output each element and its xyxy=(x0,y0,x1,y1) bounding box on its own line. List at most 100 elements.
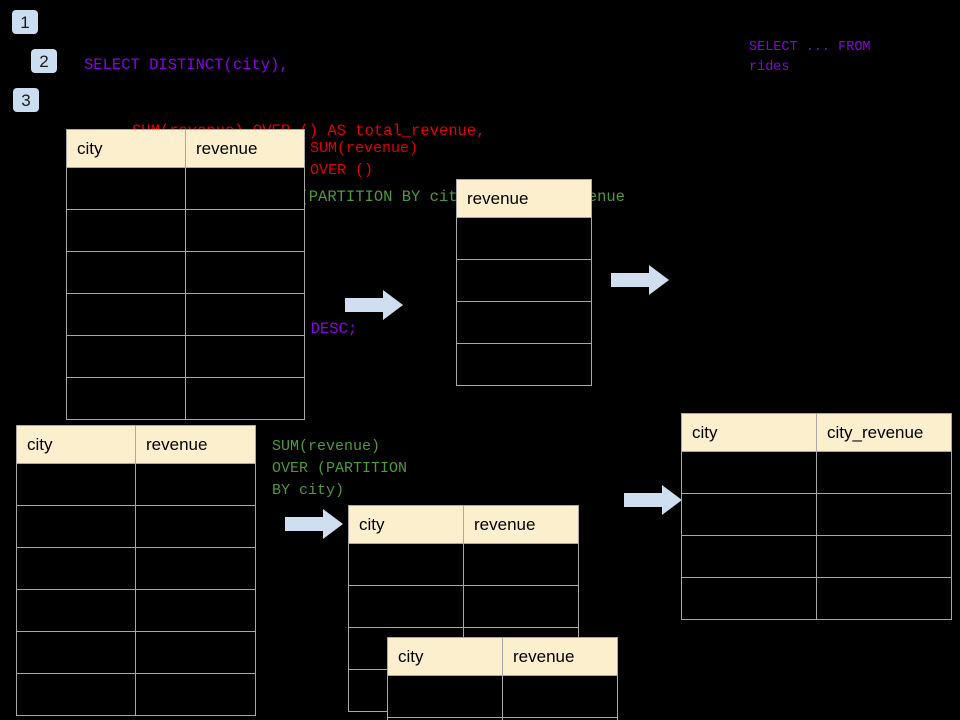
table-cell xyxy=(185,335,305,378)
column-header-revenue: revenue xyxy=(502,637,618,676)
column-header-city: city xyxy=(681,413,817,452)
table-cell xyxy=(456,343,592,386)
sql-line-1: SELECT DISTINCT(city), xyxy=(84,56,289,74)
column-header-revenue: revenue xyxy=(463,505,579,544)
table-body xyxy=(387,675,618,720)
arrow-partition-to-result xyxy=(624,485,682,515)
table-body xyxy=(66,167,305,420)
table-cell xyxy=(16,589,136,632)
partition-table-back: city revenue xyxy=(348,505,579,712)
table-cell xyxy=(16,463,136,506)
partition-table-front: city revenue xyxy=(387,637,618,720)
arrow-total-to-result xyxy=(611,265,669,295)
annotation-sum-over-partition: SUM(revenue) OVER (PARTITION BY city) xyxy=(272,438,408,499)
table-cell xyxy=(185,293,305,336)
table-body xyxy=(681,451,952,620)
table-cell xyxy=(66,377,186,420)
table-cell xyxy=(348,543,464,586)
table-row xyxy=(387,717,618,720)
table-row xyxy=(16,631,256,674)
table-cell xyxy=(16,547,136,590)
table-row xyxy=(456,301,592,344)
table-cell xyxy=(456,301,592,344)
table-cell xyxy=(16,505,136,548)
step-badge-3[interactable]: 3 xyxy=(13,88,39,112)
table-header-row: city revenue xyxy=(16,425,256,464)
source-table-top: city revenue xyxy=(66,129,305,420)
arrow-right-icon xyxy=(611,265,669,295)
table-cell xyxy=(16,673,136,716)
table-row xyxy=(16,505,256,548)
arrow-source-to-partition xyxy=(285,509,343,539)
table-cell xyxy=(66,251,186,294)
table-body xyxy=(456,217,592,386)
table-cell xyxy=(681,535,817,578)
table-cell xyxy=(348,585,464,628)
arrow-right-icon xyxy=(345,290,403,320)
table-row xyxy=(16,463,256,506)
column-header-city: city xyxy=(348,505,464,544)
table-row xyxy=(681,577,952,620)
column-header-city: city xyxy=(16,425,136,464)
table-row xyxy=(681,451,952,494)
table-cell xyxy=(66,335,186,378)
table-cell xyxy=(463,543,579,586)
column-header-revenue: revenue xyxy=(185,129,305,168)
table-row xyxy=(348,585,579,628)
table-cell xyxy=(456,259,592,302)
column-header-city-revenue: city_revenue xyxy=(816,413,952,452)
table-cell xyxy=(502,675,618,718)
table-cell xyxy=(816,451,952,494)
table-row xyxy=(387,675,618,718)
table-cell xyxy=(456,217,592,260)
step-badge-1[interactable]: 1 xyxy=(12,10,38,34)
table-cell xyxy=(463,585,579,628)
table-cell xyxy=(135,463,256,506)
table-body xyxy=(16,463,256,716)
table-row xyxy=(456,343,592,386)
source-table-bottom: city revenue xyxy=(16,425,256,716)
table-cell xyxy=(66,167,186,210)
table-row xyxy=(16,673,256,716)
table-cell xyxy=(185,209,305,252)
table-cell xyxy=(681,451,817,494)
table-cell xyxy=(16,631,136,674)
table-row xyxy=(16,547,256,590)
table-row xyxy=(66,293,305,336)
table-cell xyxy=(66,209,186,252)
table-row xyxy=(66,335,305,378)
table-header-row: city city_revenue xyxy=(681,413,952,452)
table-row xyxy=(66,209,305,252)
step-badge-2[interactable]: 2 xyxy=(31,49,57,73)
table-cell xyxy=(502,717,618,720)
table-cell xyxy=(66,293,186,336)
table-cell xyxy=(135,547,256,590)
table-header-row: city revenue xyxy=(387,637,618,676)
table-row xyxy=(66,251,305,294)
arrow-right-icon xyxy=(624,485,682,515)
table-cell xyxy=(135,505,256,548)
table-header-row: revenue xyxy=(456,179,592,218)
table-row xyxy=(456,217,592,260)
column-header-city: city xyxy=(66,129,186,168)
table-cell xyxy=(135,589,256,632)
table-cell xyxy=(185,167,305,210)
column-header-city: city xyxy=(387,637,503,676)
total-revenue-table: revenue xyxy=(456,179,592,386)
table-cell xyxy=(135,673,256,716)
table-row xyxy=(456,259,592,302)
table-header-row: city revenue xyxy=(66,129,305,168)
table-cell xyxy=(387,675,503,718)
column-header-revenue: revenue xyxy=(135,425,256,464)
table-cell xyxy=(681,493,817,536)
arrow-right-icon xyxy=(285,509,343,539)
column-header-revenue: revenue xyxy=(456,179,592,218)
table-row xyxy=(16,589,256,632)
table-row xyxy=(348,543,579,586)
table-cell xyxy=(135,631,256,674)
table-row xyxy=(66,167,305,210)
table-header-row: city revenue xyxy=(348,505,579,544)
table-row xyxy=(66,377,305,420)
table-row xyxy=(681,493,952,536)
